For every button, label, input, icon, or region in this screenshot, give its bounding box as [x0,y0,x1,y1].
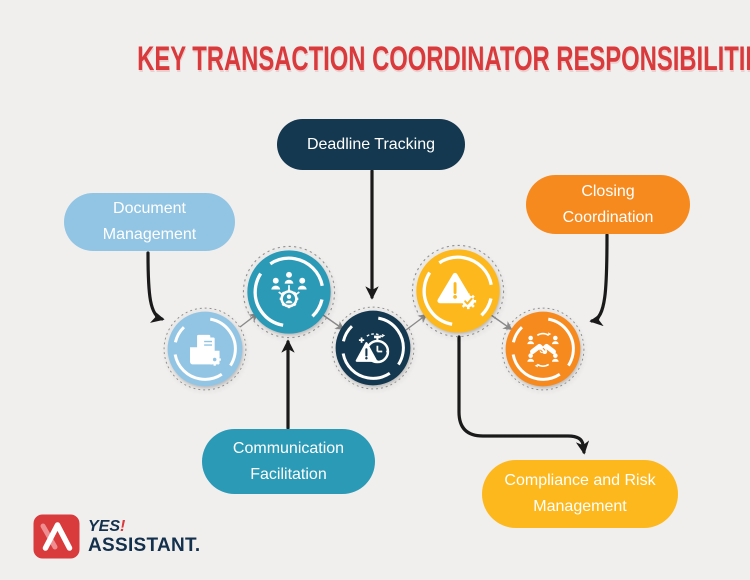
brand-yes: YES! [88,518,200,535]
arrow-closing-coordination [589,233,609,327]
label-closing-coordination: Closing Coordination [526,175,690,234]
connector-step1-step2 [239,312,259,328]
label-line: Document [113,200,186,217]
connector-step2-step3 [322,314,345,331]
arrow-compliance-risk [457,335,590,455]
brand-logo: YES! ASSISTANT. [33,514,200,559]
label-line: Management [533,498,627,515]
brand-assistant: ASSISTANT. [88,534,201,556]
label-line: Closing [581,182,635,200]
node-communication-facilitation [240,243,338,341]
label-document-management: Document Management [64,193,235,251]
team-network-icon [242,245,336,339]
label-line: Management [102,226,197,243]
label-line: Coordination [562,208,654,226]
node-closing-coordination [499,305,587,393]
label-compliance-risk-management: Compliance and Risk Management [482,460,678,528]
title-row: KEY TRANSACTION COORDINATOR RESPONSIBILI… [0,40,750,79]
label-line: Facilitation [250,465,327,483]
ya-monogram-icon [33,514,80,559]
label-communication-facilitation: Communication Facilitation [202,429,375,494]
warning-gear-icon [411,244,505,338]
stopwatch-warning-icon [331,306,415,390]
node-deadline-tracking [329,304,417,392]
brand-yes-word: YES [88,517,121,535]
label-line: Compliance and Risk [504,472,656,489]
brand-exclaim: ! [120,517,126,535]
label-deadline-tracking: Deadline Tracking [277,119,465,170]
handshake-team-icon [501,307,585,391]
label-line: Communication [232,439,345,457]
folder-documents-icon [163,307,247,391]
page-title: KEY TRANSACTION COORDINATOR RESPONSIBILI… [137,40,750,78]
label-line: Deadline Tracking [306,135,436,153]
connector-step4-step5 [490,314,513,331]
connector-step3-step4 [405,313,428,331]
node-compliance-risk-management [409,242,507,340]
node-document-management [161,305,249,393]
brand-text: YES! ASSISTANT. [88,518,200,556]
arrow-document-management [146,251,165,323]
